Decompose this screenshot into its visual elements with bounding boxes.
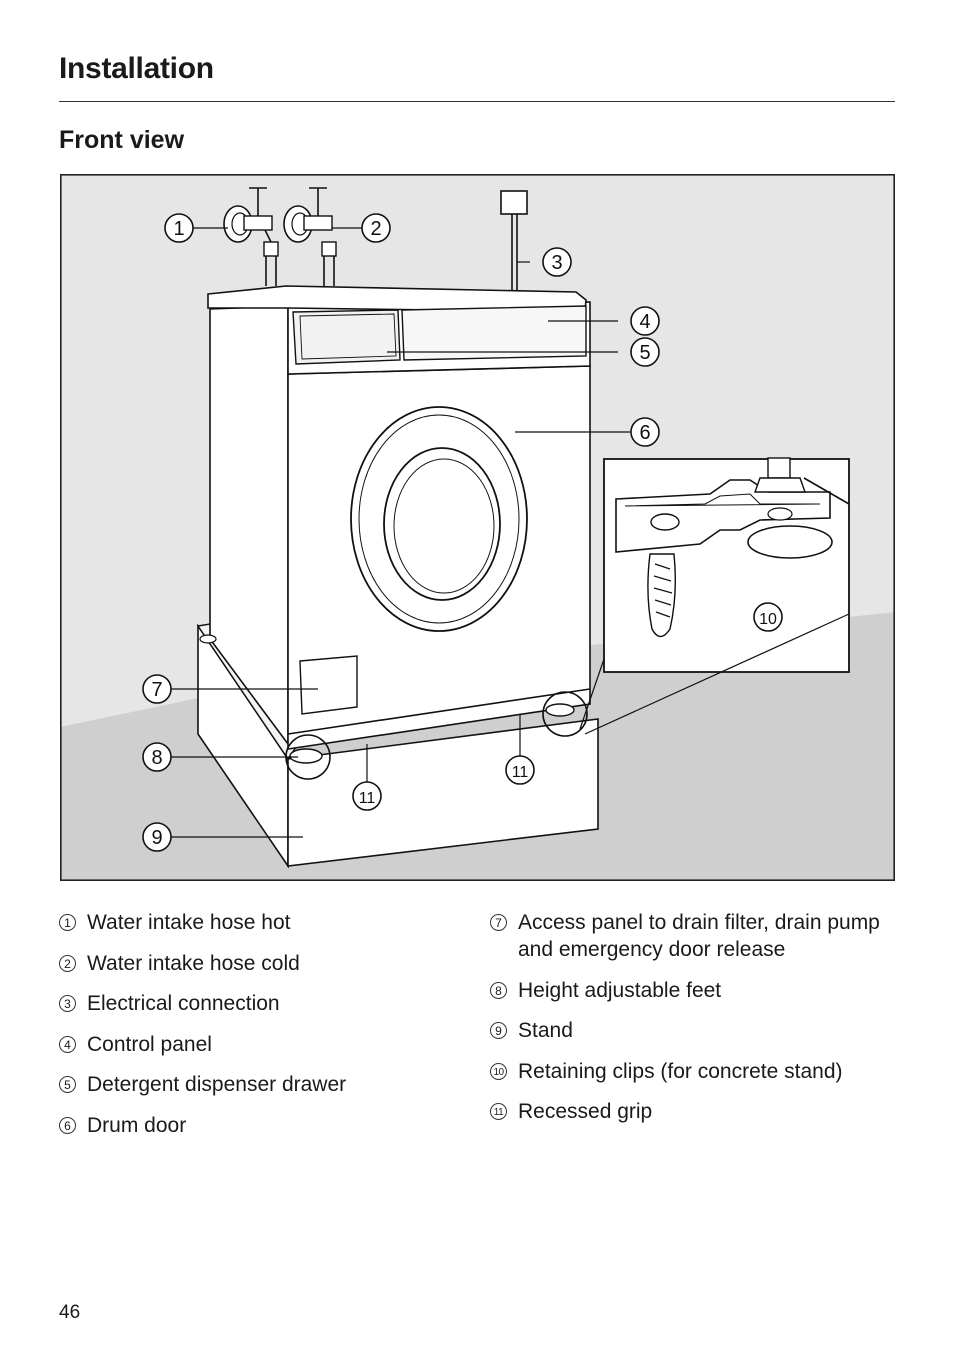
legend-item: 8 Height adjustable feet — [490, 977, 910, 1004]
callout-7: 7 — [142, 674, 172, 704]
section-title: Front view — [59, 126, 185, 154]
callout-10: 10 — [753, 602, 783, 632]
legend-item: 11 Recessed grip — [490, 1098, 910, 1125]
callout-3: 3 — [542, 247, 572, 277]
legend-text: Water intake hose cold — [87, 951, 300, 975]
legend-number: 9 — [490, 1022, 507, 1039]
legend-text: Access panel to drain filter, drain pump… — [518, 911, 880, 961]
legend-text: Drum door — [87, 1113, 187, 1137]
legend-item: 6 Drum door — [59, 1112, 459, 1139]
legend-text: Height adjustable feet — [518, 978, 722, 1002]
legend-number: 8 — [490, 981, 507, 999]
legend-number: 6 — [59, 1116, 76, 1134]
callout-11-left: 11 — [352, 781, 382, 811]
washing-machine-body — [199, 285, 591, 780]
svg-text:9: 9 — [151, 827, 162, 849]
legend-text: Retaining clips (for concrete stand) — [518, 1059, 843, 1083]
legend-number: 7 — [490, 914, 507, 931]
callout-11-right: 11 — [505, 755, 535, 785]
legend-item: 4 Control panel — [59, 1031, 459, 1058]
callout-leaders — [171, 227, 630, 838]
legend-text: Stand — [518, 1019, 573, 1042]
legend-number: 2 — [59, 954, 76, 972]
legend-text: Recessed grip — [518, 1100, 653, 1123]
legend-text: Detergent dispenser drawer — [87, 1073, 347, 1096]
svg-text:11: 11 — [512, 764, 529, 781]
legend-number: 11 — [490, 1103, 507, 1120]
water-taps — [223, 187, 337, 286]
legend-text: Water intake hose hot — [87, 911, 291, 934]
svg-text:7: 7 — [151, 679, 162, 701]
electrical-socket — [500, 190, 528, 290]
svg-text:8: 8 — [151, 747, 162, 769]
svg-text:11: 11 — [359, 790, 376, 807]
retaining-clip-detail-inset — [579, 457, 850, 735]
legend-item: 1 Water intake hose hot — [59, 909, 459, 936]
legend-number: 5 — [59, 1076, 76, 1093]
legend-number: 3 — [59, 995, 76, 1012]
svg-text:4: 4 — [639, 311, 650, 333]
legend-item: 9 Stand — [490, 1017, 910, 1044]
title-divider — [59, 101, 895, 102]
legend-item: 10 Retaining clips (for concrete stand) — [490, 1058, 910, 1085]
legend-number: 4 — [59, 1035, 76, 1053]
page-number: 46 — [59, 1302, 81, 1323]
callout-6: 6 — [630, 417, 660, 447]
legend-text: Electrical connection — [87, 992, 280, 1015]
legend-right-column: 7 Access panel to drain filter, drain pu… — [490, 909, 910, 1139]
legend-number: 10 — [490, 1062, 507, 1080]
washing-machine-illustration: 1 2 3 4 5 6 7 8 — [60, 174, 895, 881]
front-view-diagram: 1 2 3 4 5 6 7 8 — [60, 174, 895, 881]
callout-1: 1 — [164, 213, 194, 243]
svg-text:2: 2 — [370, 218, 381, 240]
callout-4: 4 — [630, 306, 660, 336]
legend-number: 1 — [59, 914, 76, 931]
legend-item: 5 Detergent dispenser drawer — [59, 1071, 459, 1098]
svg-text:6: 6 — [639, 422, 650, 444]
svg-text:3: 3 — [551, 252, 562, 274]
svg-text:1: 1 — [173, 218, 184, 240]
legend-item: 2 Water intake hose cold — [59, 950, 459, 977]
callout-5: 5 — [630, 337, 660, 367]
figure-frame — [60, 174, 895, 881]
callout-2: 2 — [361, 213, 391, 243]
legend-text: Control panel — [87, 1032, 212, 1056]
legend-item: 7 Access panel to drain filter, drain pu… — [490, 909, 910, 963]
svg-text:5: 5 — [639, 342, 650, 364]
legend-left-column: 1 Water intake hose hot 2 Water intake h… — [59, 909, 459, 1152]
callout-8: 8 — [142, 742, 172, 772]
callout-9: 9 — [142, 822, 172, 852]
page-title: Installation — [59, 52, 214, 85]
legend-item: 3 Electrical connection — [59, 990, 459, 1017]
svg-text:10: 10 — [759, 611, 777, 628]
